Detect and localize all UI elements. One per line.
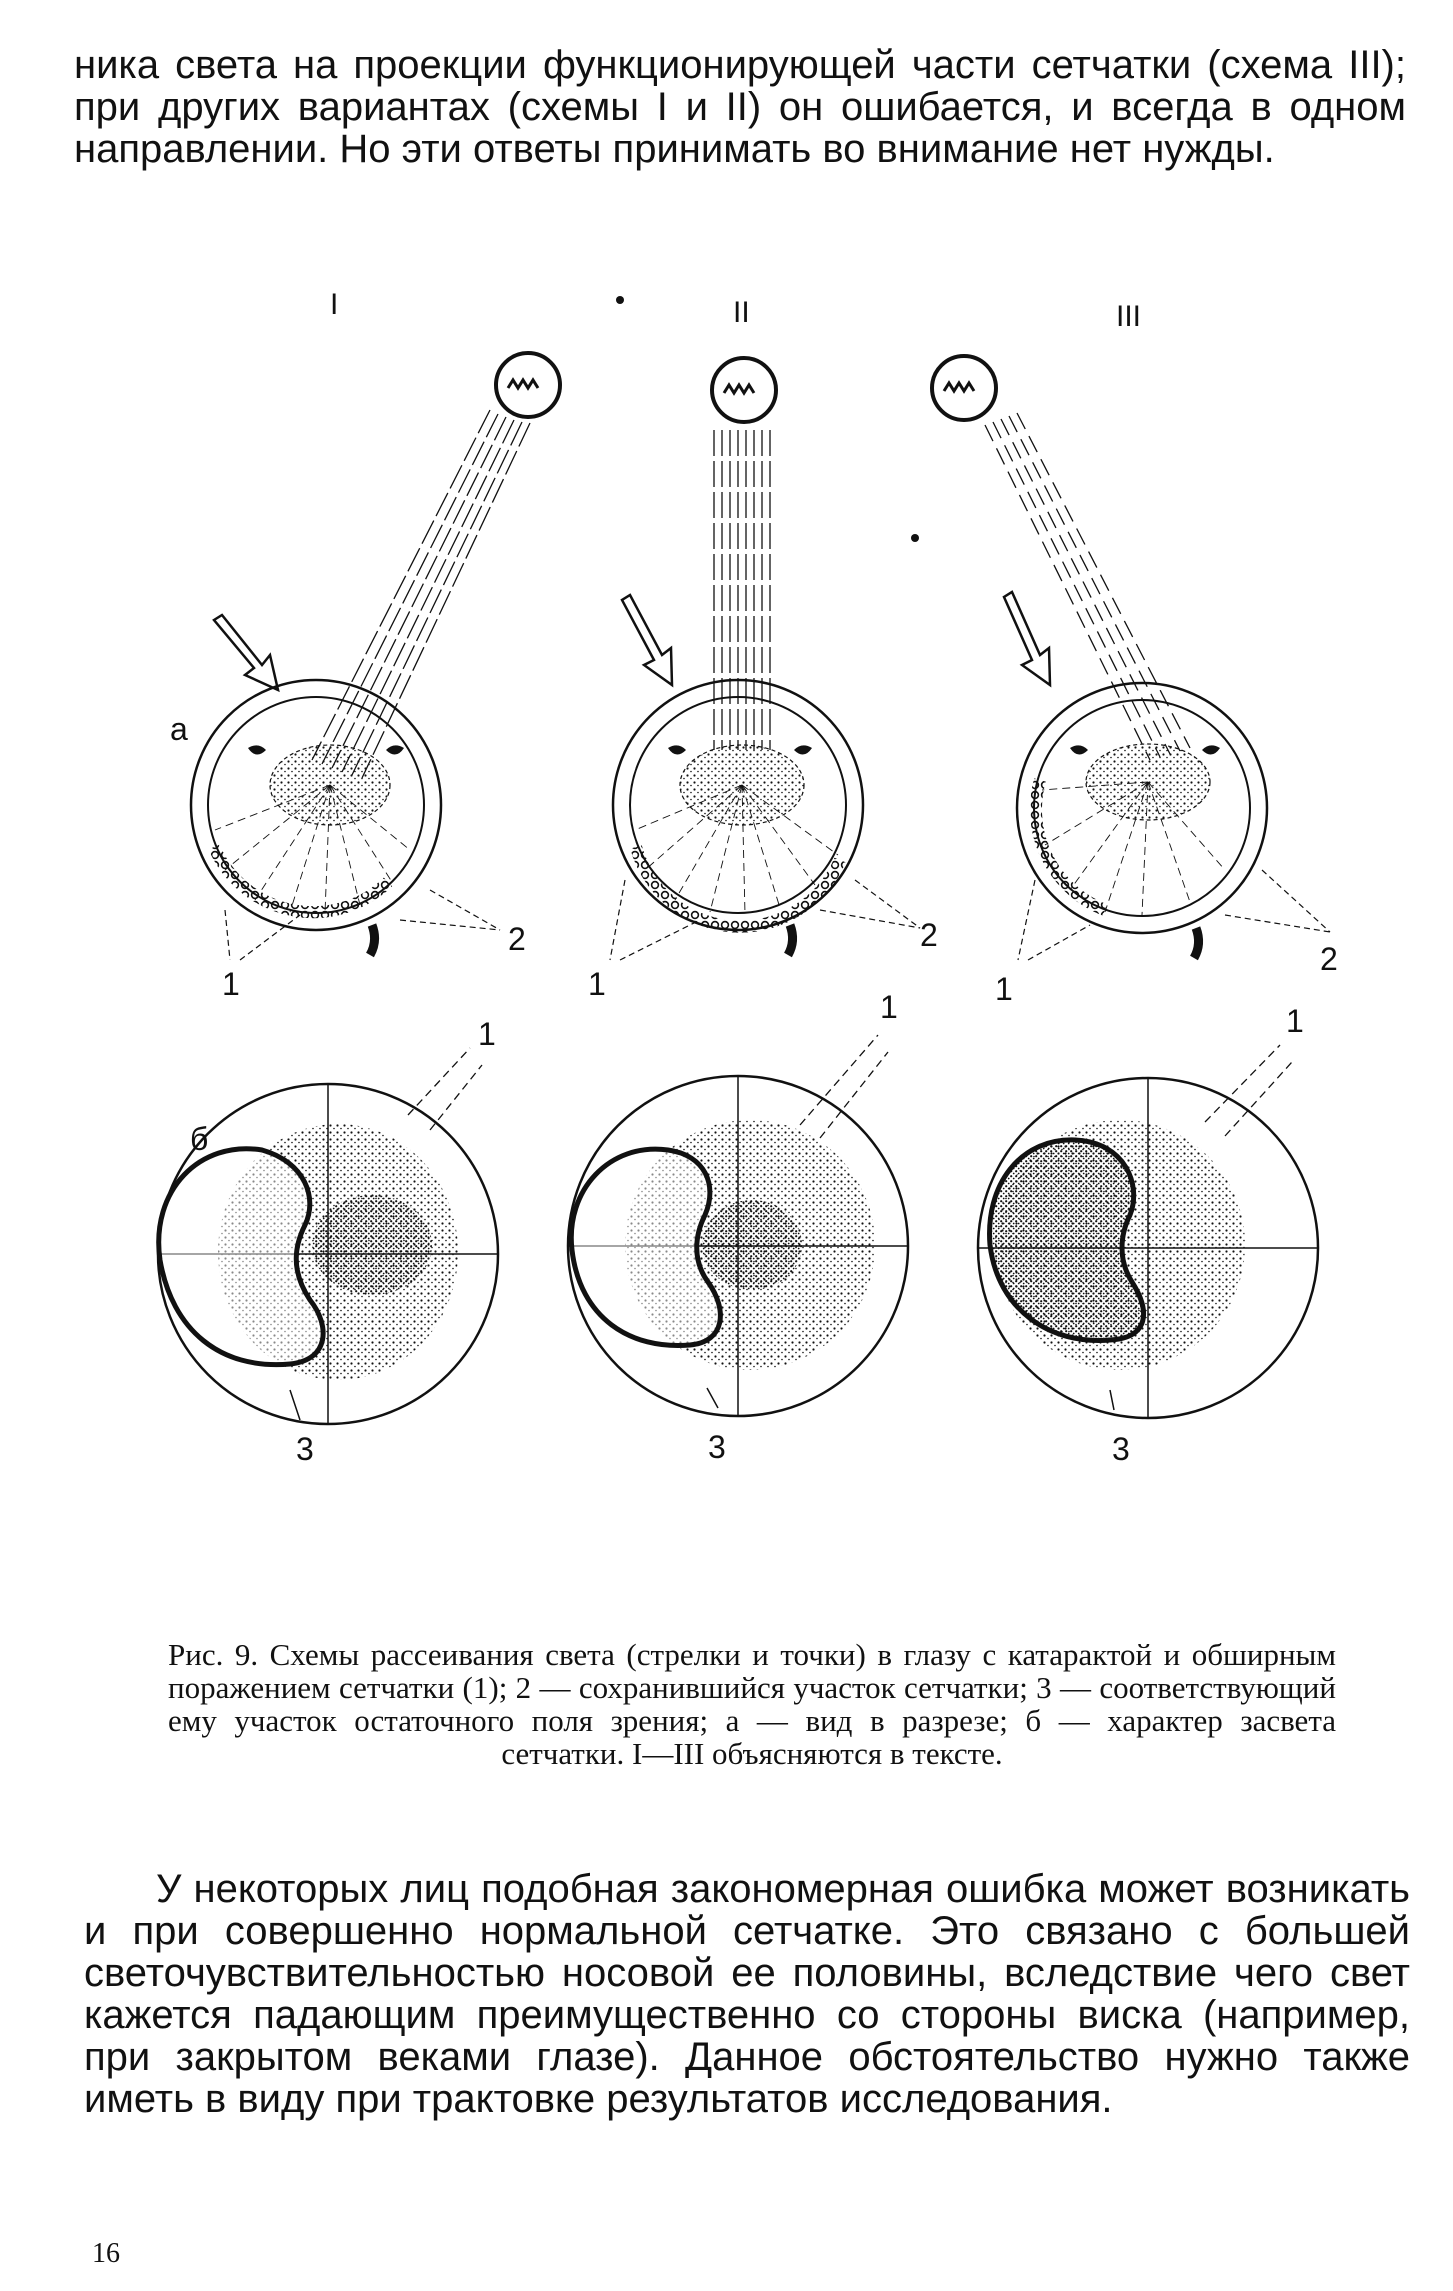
eye1-label-1: 1 (222, 966, 240, 1002)
retina1-label-3: 3 (296, 1431, 314, 1467)
eye-section-scheme-3: 1 2 (930, 354, 1338, 1007)
row-a-label: а (170, 711, 188, 747)
eye3-label-1: 1 (995, 971, 1013, 1007)
scheme-label-3: III (1116, 300, 1141, 333)
eye2-label-1: 1 (588, 966, 606, 1002)
retina2-label-3: 3 (708, 1429, 726, 1465)
retina3-label-1: 1 (1286, 1003, 1304, 1039)
scheme-label-2: II (733, 296, 750, 329)
bottom-paragraph: У некоторых лиц подобная закономерная ош… (84, 1868, 1410, 2120)
eye3-label-2: 2 (1320, 941, 1338, 977)
scheme-label-1: I (330, 288, 338, 321)
retina1-label-1: 1 (478, 1016, 496, 1052)
retina3-label-3: 3 (1112, 1431, 1130, 1467)
retina-view-scheme-2: 1 3 (566, 989, 910, 1465)
figure-caption: Рис. 9. Схемы рассеивания света (стрелки… (168, 1637, 1336, 1771)
eye-section-scheme-2: 1 2 (588, 356, 938, 1002)
retina-view-scheme-1: 1 3 (156, 1016, 500, 1467)
page-number: 16 (92, 2238, 120, 2269)
eye-section-scheme-1: 1 2 (189, 351, 562, 1002)
top-paragraph: ника света на проекции функционирующей ч… (74, 43, 1406, 171)
retina2-label-1: 1 (880, 989, 898, 1025)
figure-9: I II III а б (156, 288, 1338, 1467)
eye1-label-2: 2 (508, 921, 526, 957)
bottom-paragraph-text: У некоторых лиц подобная закономерная ош… (84, 1867, 1410, 2121)
retina-view-scheme-3: 1 3 (976, 1003, 1320, 1467)
eye2-label-2: 2 (920, 917, 938, 953)
